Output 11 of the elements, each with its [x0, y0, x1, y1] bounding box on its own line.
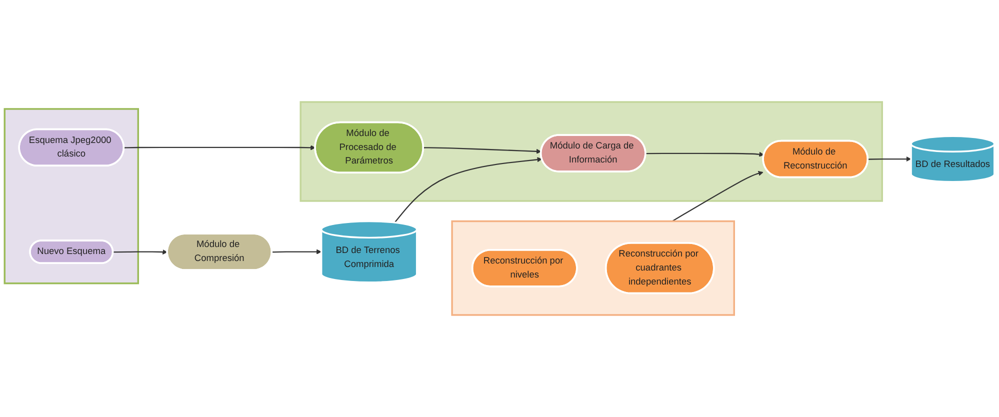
arrow [672, 170, 764, 222]
cluster [451, 220, 735, 316]
arrow [272, 249, 322, 254]
arrow [113, 249, 168, 255]
arrow [646, 152, 764, 157]
arrow [423, 147, 542, 154]
cluster [4, 108, 140, 284]
arrow [868, 156, 912, 162]
arrow [394, 157, 542, 223]
cluster [300, 101, 883, 202]
arrow [124, 145, 316, 150]
